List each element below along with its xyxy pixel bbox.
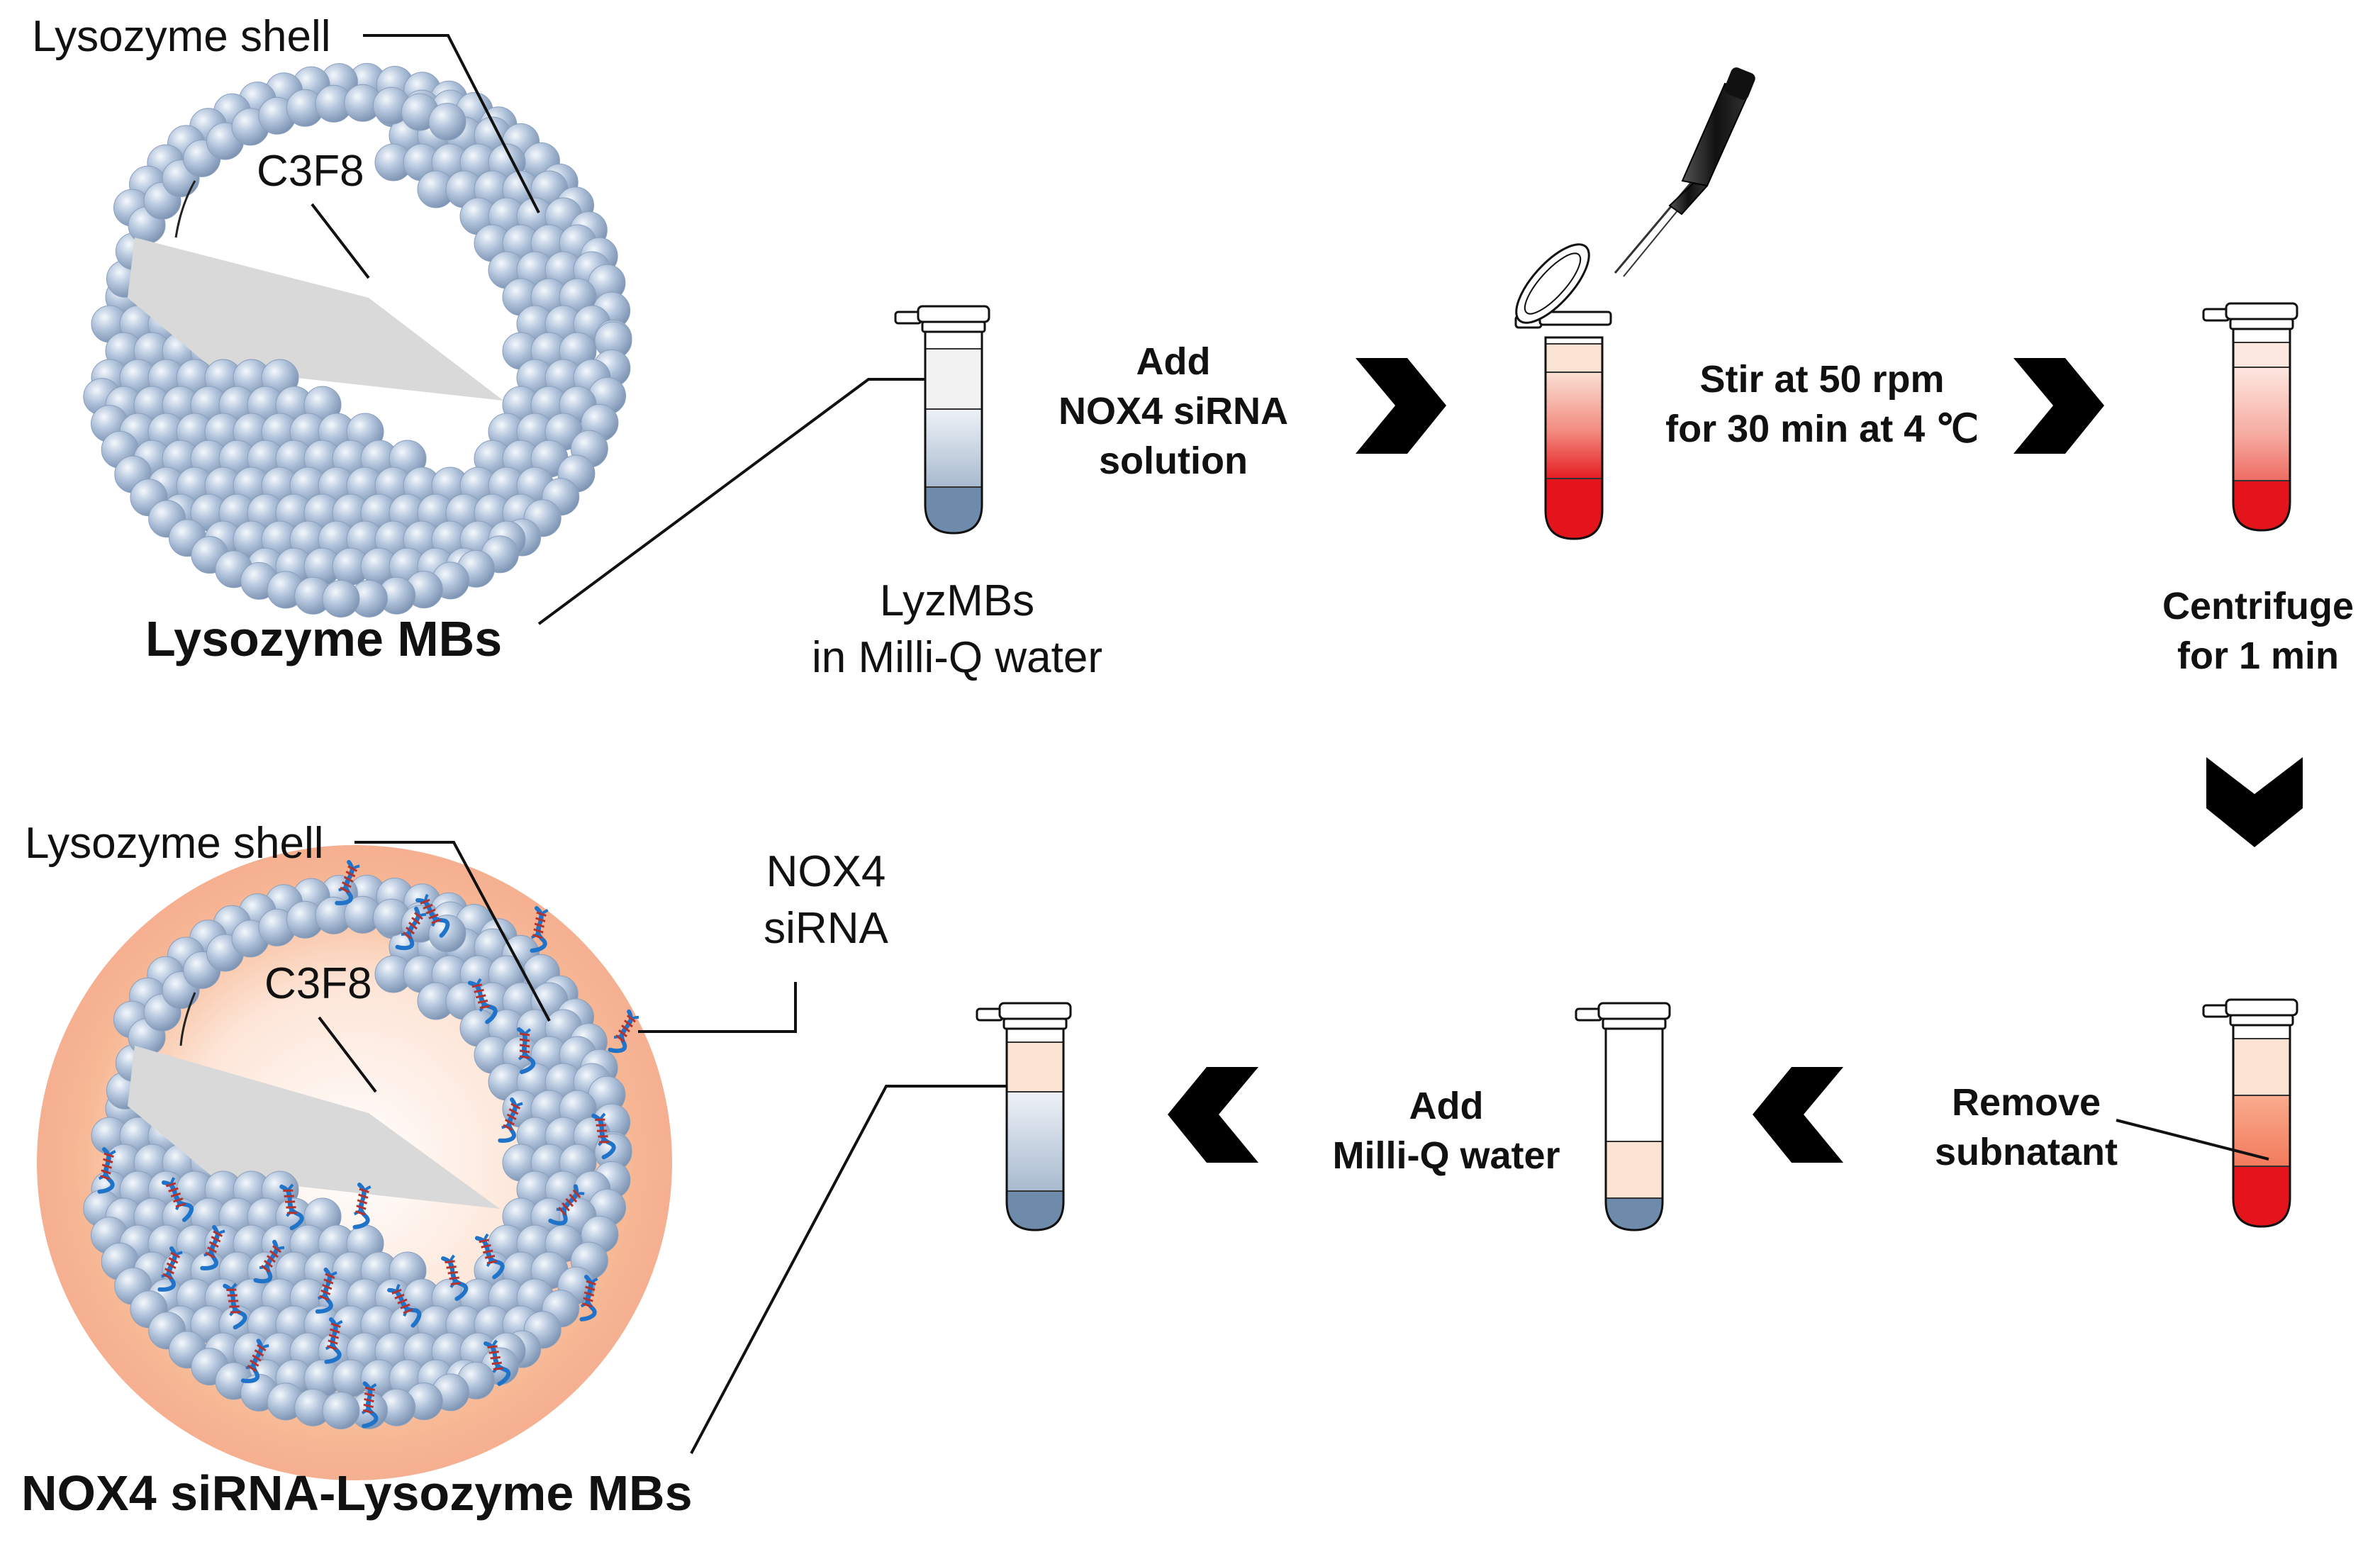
step-add-water-line1: Add — [1409, 1085, 1484, 1127]
dna-icon — [279, 1183, 304, 1231]
tube6-leader — [690, 1085, 1007, 1454]
gas-leader-bottom — [318, 1016, 377, 1093]
chevron-down-icon — [2206, 757, 2303, 847]
dna-icon — [97, 1147, 116, 1194]
shell-label-bottom: Lysozyme shell — [25, 819, 324, 868]
dna-icon — [315, 1267, 337, 1314]
sirna-label-line2: siRNA — [764, 904, 888, 953]
dna-icon — [157, 1246, 183, 1292]
dna-icon — [484, 1339, 511, 1386]
tube1-leader — [537, 378, 936, 625]
dna-icon — [441, 1254, 469, 1301]
sirna-label-line1: NOX4 — [766, 847, 886, 896]
sirna-leader — [638, 982, 797, 1033]
step-centrifuge-line1: Centrifuge — [2162, 585, 2354, 627]
dna-icon — [579, 1275, 598, 1322]
shell-edge-line-bottom — [179, 992, 196, 1046]
dna-strands — [97, 859, 639, 1429]
step-remove-line1: Remove — [1952, 1081, 2101, 1124]
step-remove-line2: subnatant — [1935, 1131, 2118, 1173]
dna-icon — [352, 1183, 371, 1229]
step-add-sirna-line2: NOX4 siRNA — [1058, 390, 1288, 432]
tube1-caption-line1: LyzMBs — [880, 576, 1034, 625]
microtube-icon — [2202, 302, 2298, 532]
step-add-water-line2: Milli-Q water — [1332, 1134, 1560, 1177]
mb-title: Lysozyme MBs — [145, 611, 502, 666]
final-title: NOX4 siRNA-Lysozyme MBs — [21, 1465, 693, 1521]
gas-core-bottom — [128, 1046, 500, 1209]
microtube-icon — [2202, 998, 2298, 1228]
dna-icon — [474, 1233, 505, 1280]
dna-icon — [415, 893, 450, 938]
microtube-icon — [1575, 1002, 1671, 1231]
dna-icon — [361, 1381, 379, 1429]
chevron-right-icon — [2013, 358, 2104, 454]
step-add-sirna-line1: Add — [1136, 340, 1211, 383]
microtube-icon — [1514, 243, 1612, 540]
dna-icon — [498, 1097, 523, 1143]
dna-icon — [530, 906, 549, 953]
shell-leader-top — [363, 34, 540, 213]
sirna-lysozyme-mb-illustration — [37, 845, 672, 1480]
lysozyme-mb-illustration — [83, 62, 632, 618]
dna-icon — [223, 1283, 247, 1330]
microtube-icon — [976, 1002, 1072, 1231]
dna-icon — [200, 1224, 225, 1270]
dna-icon — [387, 1283, 422, 1328]
dna-icon — [240, 1339, 269, 1383]
step-stir-line2: for 30 min at 4 ℃ — [1665, 408, 1979, 450]
step-centrifuge-line2: for 1 min — [2177, 635, 2339, 677]
step-add-sirna-line3: solution — [1099, 440, 1248, 482]
dna-icon — [161, 1177, 194, 1222]
dna-icon — [395, 906, 427, 951]
shell-label-top: Lysozyme shell — [32, 12, 331, 61]
dna-icon — [517, 1027, 536, 1074]
chevron-left-icon — [1753, 1067, 1843, 1163]
pipette-icon — [1614, 67, 1755, 277]
dna-icon — [335, 859, 360, 905]
shell-spheres-bottom-front — [83, 1161, 631, 1429]
dna-icon — [548, 1184, 585, 1226]
remove-leader — [2116, 1119, 2269, 1161]
tube1-caption-line2: in Milli-Q water — [812, 633, 1102, 682]
shell-edge-line-top — [174, 180, 196, 238]
shell-spheres-top-front — [83, 349, 631, 618]
chevron-left-icon — [1168, 1067, 1258, 1163]
shell-leader-bottom — [354, 841, 551, 1022]
gas-label-bottom: C3F8 — [264, 959, 372, 1008]
dna-icon — [324, 1317, 343, 1364]
gas-label-top: C3F8 — [257, 147, 364, 196]
dna-icon — [608, 1009, 639, 1054]
chevron-right-icon — [1356, 358, 1446, 454]
microtube-icon — [894, 305, 990, 535]
step-stir-line1: Stir at 50 rpm — [1699, 358, 1944, 401]
dna-icon — [253, 1239, 285, 1284]
dna-icon — [591, 1112, 616, 1160]
gas-leader-top — [311, 203, 370, 279]
dna-icon — [467, 978, 498, 1024]
